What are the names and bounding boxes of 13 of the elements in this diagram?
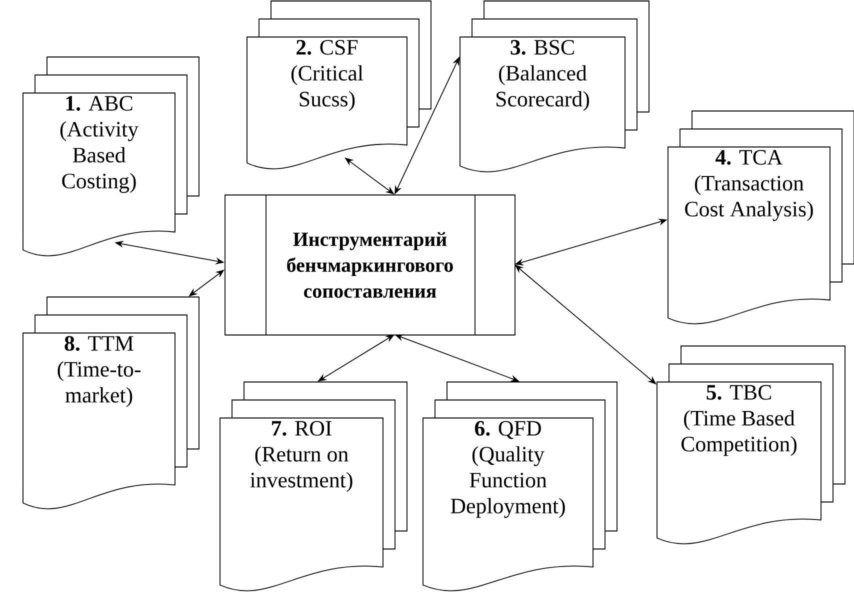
document-stack: 4. TCA (Transaction Cost Analysis) [668,110,854,324]
document-stack: 2. CSF (Critical Sucss) [246,0,432,170]
document-stack: 1. ABC (Activity Based Costing) [22,56,200,256]
document-stack: 5. TBC (Time Based Competition) [656,346,846,544]
document-stack: 8. TTM (Time-to-market) [22,296,200,510]
document-stack: 3. BSC (Balanced Scorecard) [460,0,650,172]
document-stack: 6. QFD (Quality Function Deployment) [422,382,618,592]
document-stack: 7. ROI (Return on investment) [220,382,408,592]
node-label: 6. QFD [474,420,541,440]
node-label: 7. ROI [272,420,332,436]
process-box: Инструментарий бенчмаркингового сопоставления [224,194,516,336]
node-label: (Quality Function Deployment) [450,446,565,518]
node-label: (Return on investment) [250,446,352,492]
